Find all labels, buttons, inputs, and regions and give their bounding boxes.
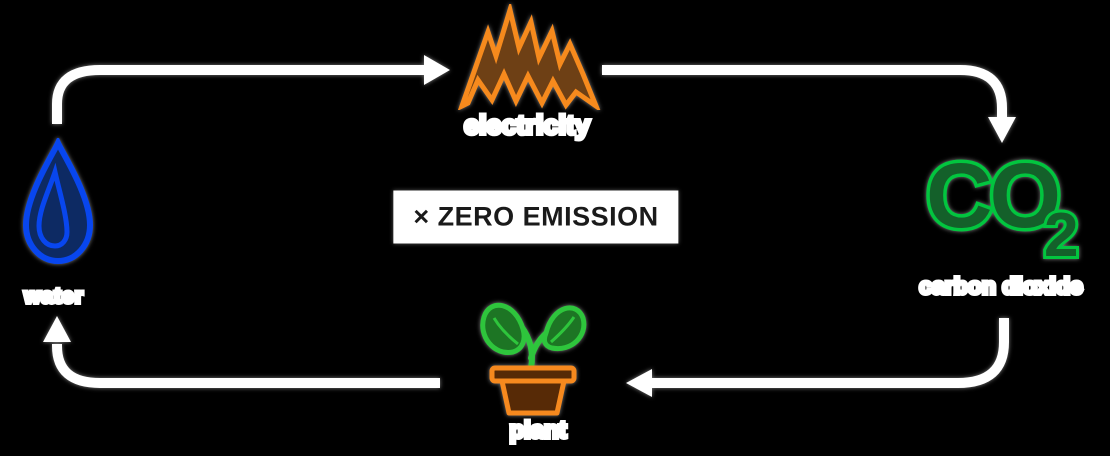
- arrowhead-up-icon: [43, 316, 71, 342]
- co2-text: CO: [926, 145, 1058, 247]
- plant-leaf-left-vein: [492, 317, 519, 346]
- water-drop-highlight: [36, 162, 70, 249]
- plant-leaf-right-vein: [550, 316, 576, 344]
- water-drop-icon: [22, 138, 94, 265]
- arrow-plant-to-water: [52, 344, 440, 388]
- plant-icon: [480, 302, 587, 416]
- co2-subscript: 2: [1044, 201, 1078, 263]
- electricity-bolts: [458, 4, 601, 110]
- arrow-co2-to-plant: [652, 318, 1009, 388]
- co2-label: carbon dioxide: [917, 271, 1085, 301]
- plant-label: plant: [507, 415, 568, 446]
- arrowhead-down-icon: [988, 117, 1016, 143]
- arrow-electricity-to-co2: [602, 65, 1007, 118]
- electricity-label: electricity: [462, 108, 592, 142]
- co2-icon: CO 2: [923, 143, 1082, 263]
- water-label: water: [22, 283, 85, 310]
- electricity-icon: [458, 4, 601, 110]
- arrow-water-to-electricity: [52, 65, 424, 124]
- plant-pot-body: [499, 378, 567, 416]
- arrowhead-left-icon: [626, 369, 652, 397]
- zero-emission-badge: × ZERO EMISSION: [393, 190, 679, 244]
- arrowhead-right-icon: [424, 55, 450, 85]
